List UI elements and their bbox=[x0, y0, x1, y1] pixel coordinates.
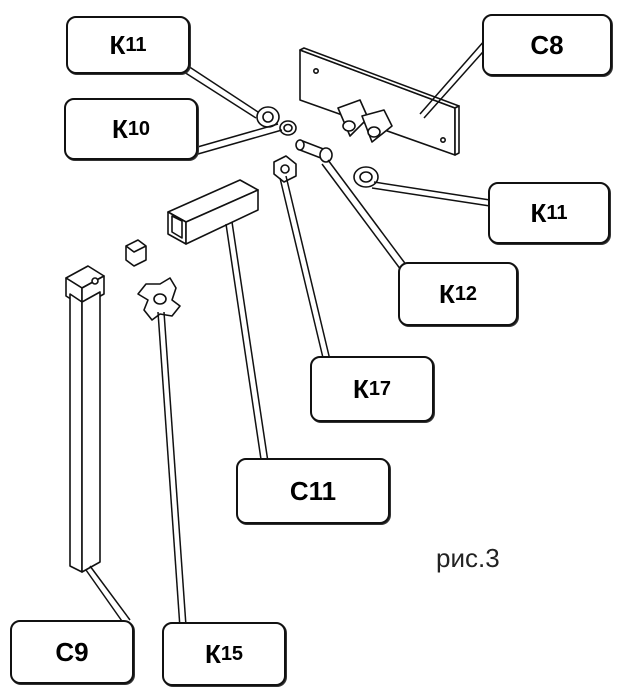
label-k10-sub: 10 bbox=[127, 118, 151, 140]
label-c11: С11 bbox=[236, 458, 390, 524]
label-k11-top-main: К bbox=[109, 30, 126, 60]
washer-k11-top bbox=[256, 106, 280, 128]
nut-k17 bbox=[273, 155, 297, 183]
label-c11-main: С11 bbox=[289, 476, 337, 506]
end-cap bbox=[125, 239, 147, 267]
post-c9 bbox=[65, 265, 105, 573]
axle-pin-k12 bbox=[295, 139, 333, 163]
label-k11-right-main: К bbox=[530, 198, 547, 228]
label-k10-main: К bbox=[111, 114, 128, 144]
figure-caption: рис.3 bbox=[436, 543, 500, 573]
plate-brackets bbox=[337, 99, 393, 143]
mounting-plate-c8 bbox=[299, 47, 460, 156]
star-knob-k15 bbox=[137, 277, 181, 321]
washer-k11-right bbox=[353, 166, 379, 188]
label-c9-main: С9 bbox=[55, 637, 89, 667]
label-k17-sub: 17 bbox=[368, 378, 392, 400]
label-k15-main: К bbox=[204, 639, 221, 669]
label-c8-main: С8 bbox=[530, 30, 564, 60]
label-k17-main: К bbox=[352, 374, 369, 404]
label-k12-sub: 12 bbox=[454, 283, 478, 305]
ring-k10 bbox=[279, 120, 297, 136]
label-k11-top-sub: 11 bbox=[125, 34, 147, 56]
square-tube-c11 bbox=[167, 179, 259, 245]
label-k11-right-sub: 11 bbox=[546, 202, 568, 224]
leader-lines bbox=[85, 39, 491, 629]
label-k15-sub: 15 bbox=[220, 643, 244, 665]
label-k12-main: К bbox=[438, 279, 455, 309]
label-c9: С9 bbox=[10, 620, 134, 684]
label-c8: С8 bbox=[482, 14, 612, 76]
